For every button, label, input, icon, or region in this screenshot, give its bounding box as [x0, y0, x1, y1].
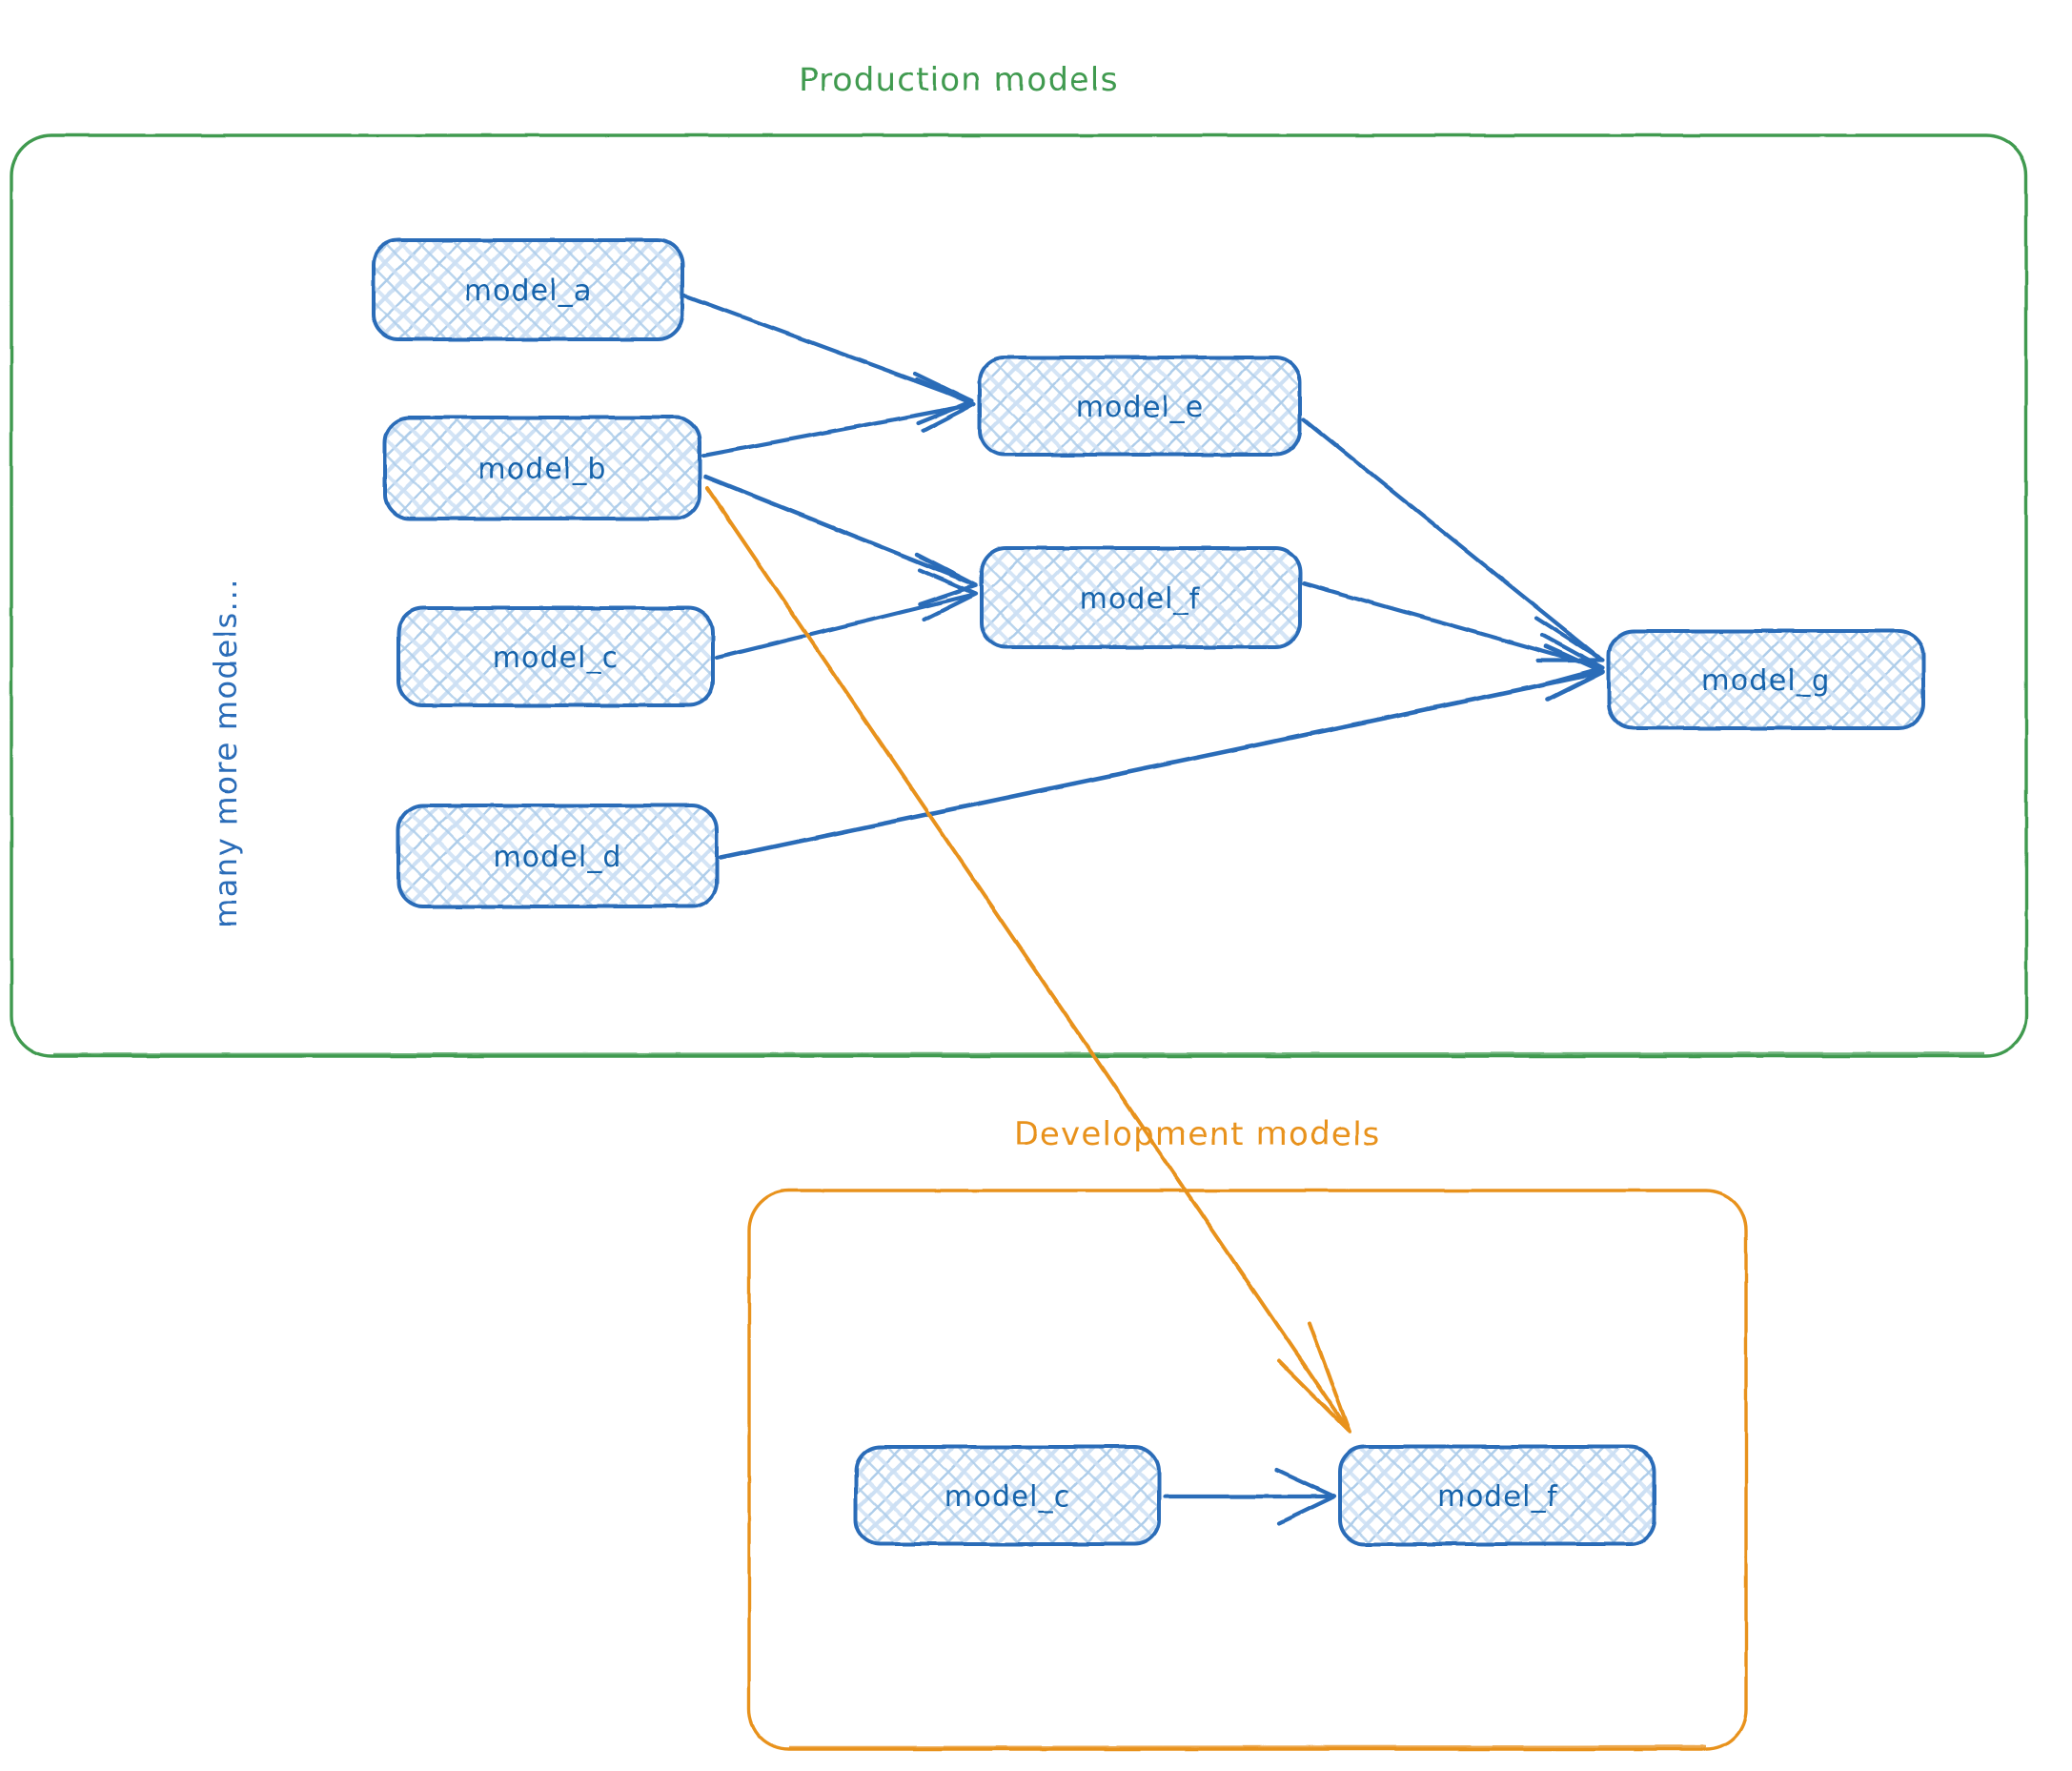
edge-dev-model-c-to-dev-model-f [1162, 1467, 1337, 1526]
node-model-g[interactable]: model_g [1607, 629, 1925, 730]
node-model-b[interactable]: model_b [383, 416, 701, 520]
node-label: model_e [1076, 391, 1205, 424]
node-dev-model-f[interactable]: model_f [1338, 1445, 1656, 1546]
node-label: model_c [493, 641, 620, 675]
node-label: model_g [1701, 664, 1830, 698]
group-title-development: Development models [1014, 1115, 1381, 1153]
edge-model-b-to-dev-model-f [705, 486, 1351, 1434]
node-model-f[interactable]: model_f [980, 546, 1302, 649]
edge-model-b-to-model-e [701, 377, 977, 458]
node-dev-model-c[interactable]: model_c [854, 1445, 1161, 1546]
group-title-production: Production models [799, 61, 1119, 99]
node-label: model_b [477, 453, 606, 486]
edges-layer [681, 293, 1606, 1526]
edge-model-a-to-model-e [681, 293, 975, 426]
group-container-development [747, 1189, 1748, 1751]
edge-model-c-to-model-f [714, 567, 979, 661]
node-label: model_a [464, 275, 593, 308]
group-container-production [10, 133, 2028, 1058]
node-label: model_f [1437, 1480, 1558, 1514]
edge-model-e-to-model-g [1301, 417, 1606, 663]
edge-model-d-to-model-g [718, 643, 1606, 861]
node-model-c[interactable]: model_c [396, 606, 715, 707]
node-model-a[interactable]: model_a [372, 238, 684, 341]
annotation-many-more-models: many more models... [208, 579, 244, 928]
node-model-e[interactable]: model_e [978, 356, 1302, 457]
node-label: model_f [1080, 582, 1201, 616]
edge-model-b-to-model-f [702, 474, 979, 607]
node-model-d[interactable]: model_d [396, 804, 719, 908]
node-label: model_d [493, 841, 621, 874]
node-label: model_c [945, 1480, 1071, 1514]
